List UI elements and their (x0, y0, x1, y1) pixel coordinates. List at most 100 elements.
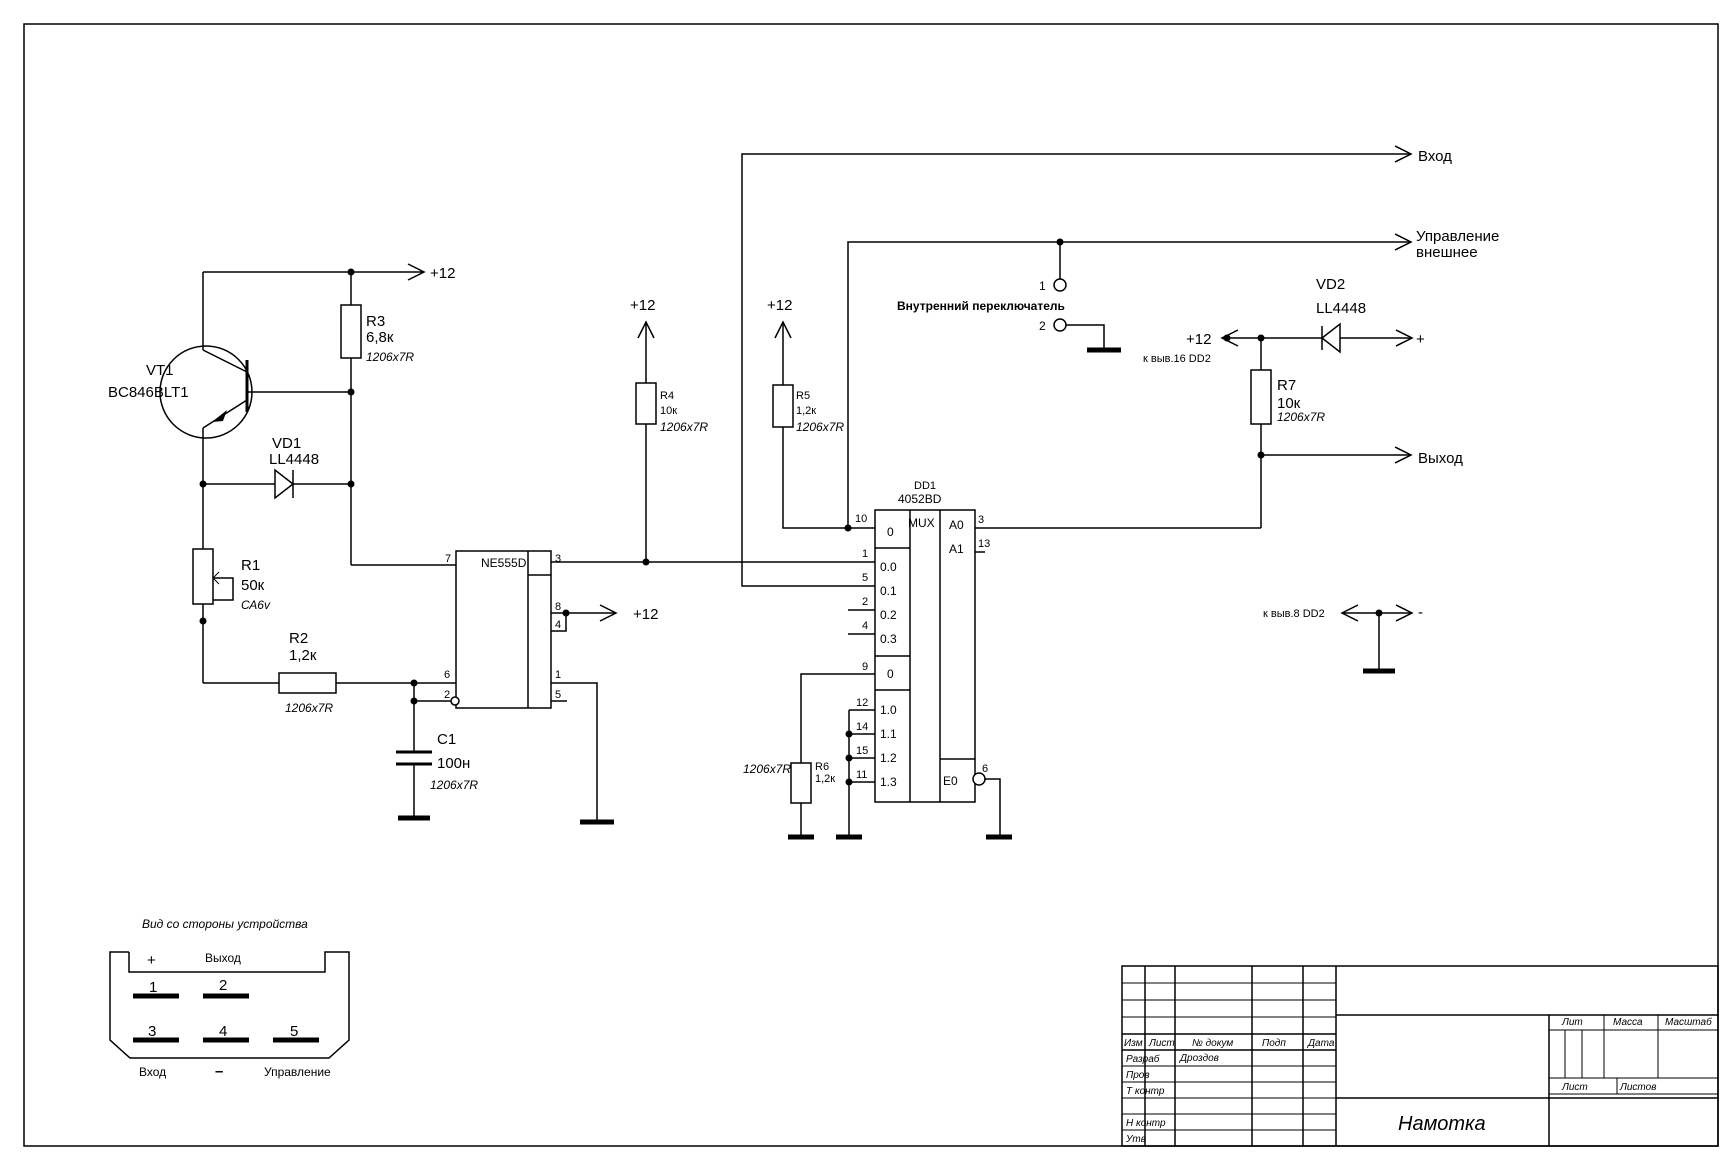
connector-vhod: Вход (139, 1065, 166, 1079)
svg-text:3: 3 (978, 514, 984, 526)
dd1-value: 4052BD (898, 492, 942, 506)
drawing-title: Намотка (1398, 1113, 1486, 1135)
r7-ref: R7 (1277, 377, 1296, 394)
r1-pkg: СА6v (241, 598, 271, 612)
svg-text:4: 4 (555, 619, 561, 631)
svg-text:5: 5 (862, 572, 868, 584)
svg-text:6: 6 (982, 763, 988, 775)
r4-value: 10к (660, 405, 677, 417)
connector-title: Вид со стороны устройства (142, 917, 308, 931)
vt1-value: BC846BLT1 (108, 384, 189, 401)
arrow-plus12-dd2-icon (1220, 329, 1239, 347)
svg-text:9: 9 (862, 661, 868, 673)
r5-pkg: 1206x7R (796, 420, 844, 434)
dd1-ref: DD1 (914, 480, 936, 492)
arrow-plus12-r5-icon (774, 320, 792, 339)
svg-text:4: 4 (862, 620, 868, 632)
svg-text:0.3: 0.3 (880, 632, 897, 646)
svg-text:Лист: Лист (1561, 1082, 1588, 1093)
vd1-diode (274, 468, 295, 500)
arrow-vhod-icon (1394, 145, 1413, 163)
vd2-ref: VD2 (1316, 276, 1345, 293)
svg-text:E0: E0 (943, 774, 958, 788)
svg-text:13: 13 (978, 538, 990, 550)
r4-resistor (635, 382, 657, 425)
arrow-plus12-555-icon (599, 604, 618, 622)
svg-text:10: 10 (855, 513, 867, 525)
svg-text:0.0: 0.0 (880, 560, 897, 574)
svg-text:1: 1 (1039, 279, 1046, 293)
plus12-label-dd2: +12 (1186, 331, 1211, 348)
svg-text:Подп: Подп (1262, 1038, 1286, 1049)
c1-pkg: 1206x7R (430, 778, 478, 792)
r7-pkg: 1206x7R (1277, 410, 1325, 424)
svg-text:Утв: Утв (1125, 1134, 1146, 1145)
r4-pkg: 1206x7R (660, 420, 708, 434)
svg-text:Н контр: Н контр (1126, 1118, 1166, 1129)
svg-text:Лист: Лист (1148, 1038, 1175, 1049)
svg-text:4: 4 (219, 1023, 227, 1040)
svg-text:2: 2 (219, 977, 227, 994)
svg-text:15: 15 (856, 745, 868, 757)
r7-resistor (1250, 369, 1272, 425)
svg-text:1.1: 1.1 (880, 727, 897, 741)
signal-vhod: Вход (1418, 148, 1452, 165)
r3-pkg: 1206x7R (366, 350, 414, 364)
r3-value: 6,8к (366, 329, 394, 346)
plus12-label-top: +12 (430, 265, 455, 282)
signal-upr-line1: Управление (1416, 228, 1499, 245)
ne555-name: NE555D (481, 556, 527, 570)
note-pin8-dd2: к выв.8 DD2 (1263, 608, 1325, 620)
switch-label: Внутренний переключатель (897, 299, 1065, 313)
arrow-pin8-left-icon (1340, 604, 1359, 622)
svg-text:1: 1 (149, 979, 157, 996)
connector-view: Вид со стороны устройства + Выход 1 2 3 … (109, 917, 350, 1080)
dd1-mux-label: MUX (908, 516, 935, 530)
arrow-plus12-top-icon (407, 263, 426, 281)
svg-text:1: 1 (862, 548, 868, 560)
svg-text:Лит: Лит (1561, 1017, 1583, 1028)
svg-text:Пров: Пров (1126, 1070, 1150, 1081)
svg-text:0.2: 0.2 (880, 608, 897, 622)
svg-text:5: 5 (555, 689, 561, 701)
svg-text:2: 2 (862, 596, 868, 608)
vd2-diode (1320, 322, 1341, 354)
ne555-chip (455, 550, 552, 709)
signal-minus: - (1418, 604, 1423, 621)
svg-text:0.1: 0.1 (880, 584, 897, 598)
connector-plus: + (147, 952, 156, 969)
r7-value: 10к (1277, 395, 1301, 412)
signal-plus: + (1416, 331, 1425, 348)
svg-text:Масштаб: Масштаб (1665, 1016, 1712, 1028)
svg-text:Листов: Листов (1619, 1082, 1656, 1093)
svg-text:8: 8 (555, 601, 561, 613)
vd1-value: LL4448 (269, 451, 319, 468)
r2-value: 1,2к (289, 647, 317, 664)
svg-text:6: 6 (444, 669, 450, 681)
r4-ref: R4 (660, 390, 674, 402)
arrow-vyhod-icon (1394, 446, 1413, 464)
drawing-frame (23, 23, 1719, 1147)
r5-ref: R5 (796, 390, 810, 402)
vt1-ref: VT1 (146, 362, 174, 379)
connector-vyhod: Выход (205, 951, 241, 965)
switch-contact-2 (1053, 318, 1067, 332)
r6-value: 1,2к (815, 773, 835, 785)
svg-text:A1: A1 (949, 542, 964, 556)
r6-ref: R6 (815, 761, 829, 773)
r5-value: 1,2к (796, 405, 816, 417)
r1-ref: R1 (241, 557, 260, 574)
c1-value: 100н (437, 755, 470, 772)
svg-text:1.3: 1.3 (880, 775, 897, 789)
signal-upr-line2: внешнее (1416, 244, 1478, 261)
vd1-ref: VD1 (272, 435, 301, 452)
svg-text:2: 2 (1039, 319, 1046, 333)
svg-text:3: 3 (148, 1023, 156, 1040)
r6-resistor (790, 762, 812, 804)
r1-value: 50к (241, 577, 265, 594)
emitter-arrow-icon (212, 410, 227, 422)
arrow-plus12-r4-icon (637, 320, 655, 339)
vt1-transistor: VT1 BC846BLT1 (108, 272, 351, 439)
svg-text:Т контр: Т контр (1126, 1086, 1165, 1097)
